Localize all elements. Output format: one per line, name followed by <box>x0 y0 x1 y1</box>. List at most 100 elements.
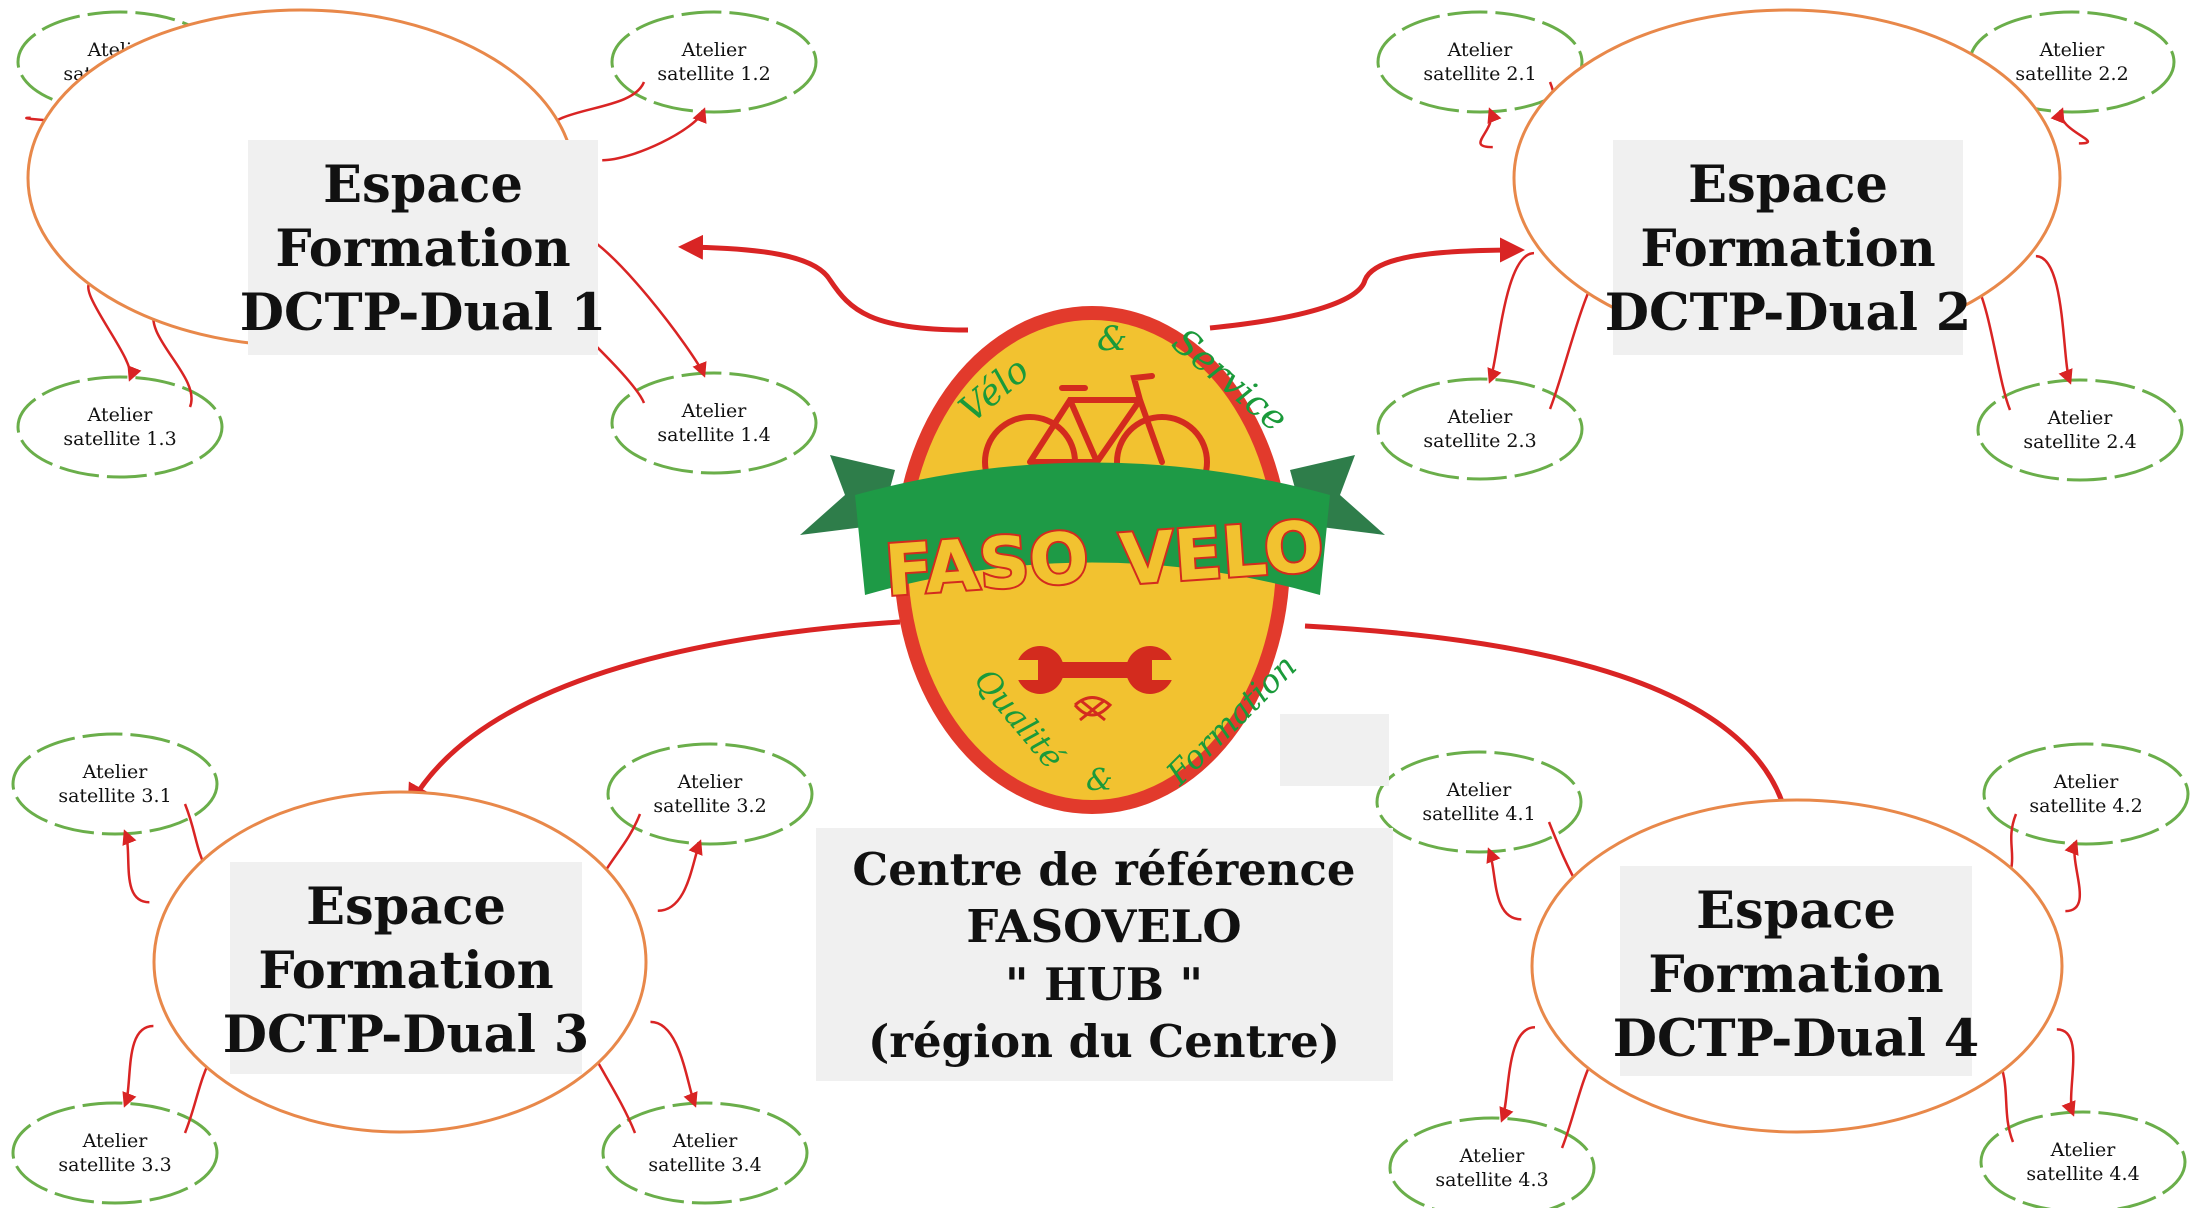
logo-title-faso: FASO <box>882 516 1091 612</box>
satellite-label-line-2: satellite 4.1 <box>1422 803 1535 825</box>
satellite-ellipse <box>610 371 818 475</box>
hub-label: Centre de référence FASOVELO " HUB " (ré… <box>816 828 1393 1081</box>
satellite-label-line-2: satellite 2.3 <box>1423 430 1536 452</box>
cluster-label-line-3: DCTP-Dual 3 <box>223 1005 589 1065</box>
cluster-label-line-2: Formation <box>1648 945 1943 1005</box>
arrow-to-satellite <box>2050 107 2089 145</box>
hub-label-box <box>816 828 1393 1081</box>
arrow-to-cluster <box>1974 280 2012 411</box>
satellite-label-line-1: Atelier <box>1459 1145 1526 1167</box>
satellite-label-line-2: satellite 3.2 <box>653 795 766 817</box>
arrow-to-satellite <box>1499 1026 1536 1123</box>
satellite-label-line-2: satellite 1.3 <box>63 428 176 450</box>
hub-line-2: FASOVELO <box>966 900 1241 953</box>
cluster-label-line-1: Espace <box>306 877 506 937</box>
logo-word-amp-bottom: & <box>1086 763 1113 798</box>
satellite-ellipse <box>1982 742 2190 846</box>
cluster-label-box <box>248 140 598 355</box>
satellite-label-line-2: satellite 3.3 <box>58 1154 171 1176</box>
cluster-label-line-1: Espace <box>323 155 523 215</box>
satellite-label-line-2: satellite 4.2 <box>2029 795 2142 817</box>
satellite-label-line-1: Atelier <box>672 1130 739 1152</box>
hub-line-3: " HUB " <box>1005 958 1203 1011</box>
arrow-to-satellite <box>650 1020 698 1108</box>
satellite-label-line-1: Atelier <box>2047 407 2114 429</box>
arrow-to-satellite <box>122 829 150 904</box>
arrow-to-satellite <box>1487 251 1535 384</box>
hub-connectors <box>407 234 1797 827</box>
cluster-label-box <box>1620 866 1972 1076</box>
satellite-ellipse <box>1388 1116 1596 1208</box>
satellite-label-line-2: satellite 2.2 <box>2015 63 2128 85</box>
satellite-ellipse <box>610 10 818 114</box>
logo-title-velo: VELO <box>1117 505 1326 601</box>
satellite-ellipse <box>606 742 814 846</box>
satellite-ellipse <box>1375 750 1583 854</box>
logo-word-amp-top: & <box>1097 319 1127 359</box>
satellite-label-line-2: satellite 4.3 <box>1435 1169 1548 1191</box>
hub-connector-2 <box>1209 237 1525 331</box>
satellite-label-line-1: Atelier <box>2039 39 2106 61</box>
cluster-label-line-3: DCTP-Dual 1 <box>240 283 606 343</box>
cluster-label-box <box>1613 140 1963 355</box>
satellite-ellipse <box>1376 377 1584 481</box>
fasovelo-logo: Vélo & Service FASO ★ VELO Qualité & <box>800 306 1385 814</box>
satellite-ellipse <box>11 732 219 836</box>
satellite-label-line-1: Atelier <box>681 39 748 61</box>
satellite-label-line-1: Atelier <box>82 761 149 783</box>
cluster-label-line-2: Formation <box>275 219 570 279</box>
cluster-label-line-2: Formation <box>258 941 553 1001</box>
satellite-label-line-1: Atelier <box>87 404 154 426</box>
satellite-label-line-1: Atelier <box>677 771 744 793</box>
cluster-label-line-1: Espace <box>1696 881 1896 941</box>
cluster-label-line-3: DCTP-Dual 2 <box>1605 283 1971 343</box>
logo-banner <box>800 455 1385 595</box>
star-icon: ★ <box>1080 558 1112 599</box>
arrow-to-satellite <box>2056 1028 2076 1117</box>
grey-patch <box>1280 714 1389 786</box>
satellite-label-line-2: satellite 4.4 <box>2026 1163 2139 1185</box>
satellite-label-line-1: Atelier <box>1447 406 1514 428</box>
satellite-ellipse <box>1976 378 2184 482</box>
satellite-label-line-1: Atelier <box>82 1130 149 1152</box>
satellite-label-line-1: Atelier <box>2050 1139 2117 1161</box>
hub-line-1: Centre de référence <box>852 843 1355 896</box>
hub-connector-3 <box>407 619 901 810</box>
satellite-label-line-2: satellite 2.4 <box>2023 431 2136 453</box>
satellite-label-line-2: satellite 3.1 <box>58 785 171 807</box>
hub-connector-4 <box>1304 623 1797 827</box>
satellite-label-line-2: satellite 3.4 <box>648 1154 761 1176</box>
satellite-ellipse <box>1376 10 1584 114</box>
cluster-label-line-3: DCTP-Dual 4 <box>1613 1009 1979 1069</box>
satellite-label-line-2: satellite 1.4 <box>657 424 770 446</box>
arrow-to-satellite <box>122 1024 154 1108</box>
cluster-label-line-2: Formation <box>1640 219 1935 279</box>
arrow-to-satellite <box>1479 107 1502 149</box>
satellite-ellipse <box>16 375 224 479</box>
satellite-ellipse <box>11 1101 219 1205</box>
satellite-label-line-2: satellite 2.1 <box>1423 63 1536 85</box>
satellite-label-line-1: Atelier <box>1446 779 1513 801</box>
arrow-to-satellite <box>2035 254 2073 385</box>
arrow-to-cluster <box>1548 277 1596 410</box>
satellite-label-line-1: Atelier <box>1447 39 1514 61</box>
